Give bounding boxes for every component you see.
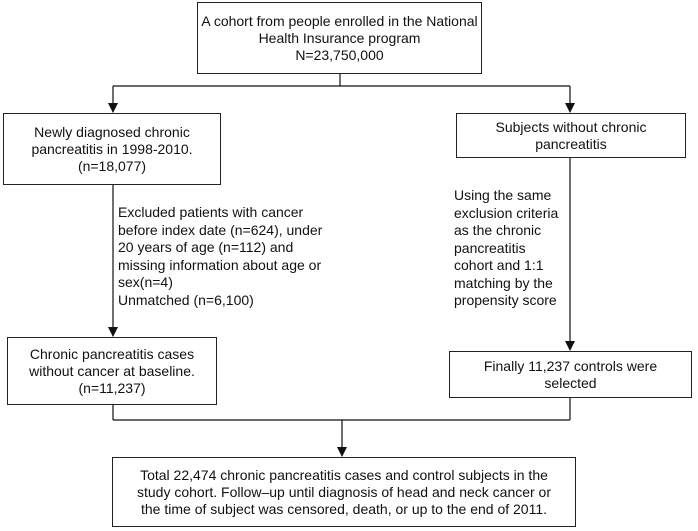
top-cohort-box: A cohort from people enrolled in the Nat… — [197, 2, 482, 74]
bottom-box-line-3: the time of subject was censored, death,… — [141, 500, 547, 517]
exclusion-line-3: 20 years of age (n=112) and — [118, 239, 294, 255]
matching-line-1: Using the same — [454, 187, 552, 203]
exclusion-line-4: missing information about age or — [118, 256, 322, 273]
right-box-line-1: Subjects without chronic — [495, 118, 647, 135]
top-box-line-3: N=23,750,000 — [295, 46, 384, 63]
exclusion-criteria-note: Excluded patients with cancer before ind… — [118, 204, 322, 309]
left-box-line-3: (n=18,077) — [77, 157, 147, 174]
cases-box-line-3: (n=11,237) — [78, 379, 146, 396]
top-box-line-2: Health Insurance program — [258, 29, 421, 46]
exclusion-line-2: before index date (n=624), under — [118, 221, 323, 238]
exclusion-line-1: Excluded patients with cancer — [118, 204, 304, 220]
exclusion-line-5: sex(n=4) — [118, 274, 173, 290]
subjects-without-box: Subjects without chronic pancreatitis — [456, 113, 686, 158]
bottom-box-line-2: study cohort. Follow–up until diagnosis … — [136, 483, 552, 500]
matching-line-2: exclusion criteria — [454, 204, 559, 221]
left-box-line-2: pancreatitis in 1998-2010. — [31, 140, 193, 157]
controls-box-line-2: selected — [544, 374, 597, 391]
top-box-line-1: A cohort from people enrolled in the Nat… — [201, 12, 478, 29]
matching-line-3: as the chronic — [454, 222, 542, 238]
left-box-line-1: Newly diagnosed chronic — [34, 123, 190, 140]
exclusion-line-6: Unmatched (n=6,100) — [118, 291, 254, 308]
matching-line-7: propensity score — [454, 292, 557, 308]
cases-without-cancer-box: Chronic pancreatitis cases without cance… — [7, 337, 217, 405]
matching-line-6: matching by the — [454, 274, 553, 291]
cases-box-line-1: Chronic pancreatitis cases — [29, 345, 195, 362]
controls-box-line-1: Finally 11,237 controls were — [483, 357, 658, 374]
controls-selected-box: Finally 11,237 controls were selected — [449, 351, 692, 398]
newly-diagnosed-box: Newly diagnosed chronic pancreatitis in … — [3, 113, 221, 185]
cases-box-line-2: without cancer at baseline. — [29, 362, 195, 379]
matching-line-5: cohort and 1:1 — [454, 257, 544, 273]
matching-criteria-note: Using the same exclusion criteria as the… — [454, 187, 558, 310]
bottom-box-line-1: Total 22,474 chronic pancreatitis cases … — [140, 466, 548, 483]
right-box-line-2: pancreatitis — [535, 135, 607, 152]
matching-line-4: pancreatitis — [454, 239, 526, 256]
total-cohort-box: Total 22,474 chronic pancreatitis cases … — [112, 457, 576, 527]
